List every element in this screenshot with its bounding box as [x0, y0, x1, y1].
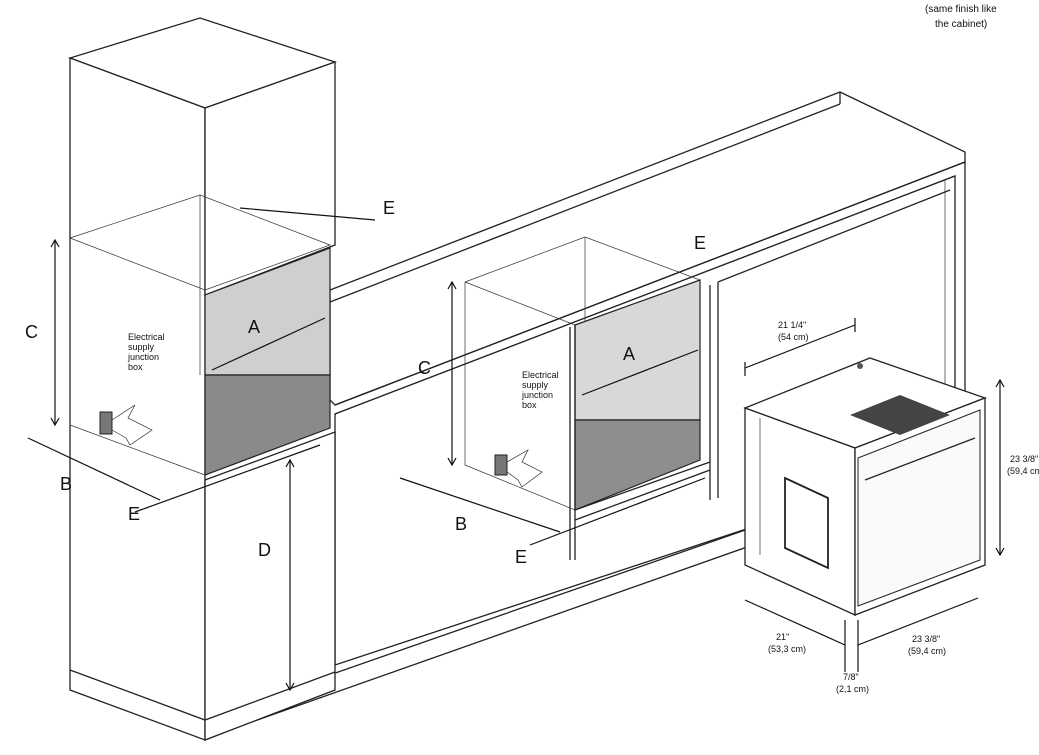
base-label-b: B	[455, 514, 467, 534]
oven-depth-side-cm: (53,3 cm)	[768, 644, 806, 654]
oven-trim-cm: (2,1 cm)	[836, 684, 869, 694]
oven-height-cm: (59,4 cm)	[1007, 466, 1039, 476]
tall-label-e-top: E	[383, 198, 395, 218]
tall-label-e-bottom: E	[128, 504, 140, 524]
base-junction-box-icon	[494, 449, 543, 488]
base-label-e-bottom: E	[515, 547, 527, 567]
base-label-c: C	[418, 358, 431, 378]
tall-junction-label: Electrical supply junction box	[127, 332, 167, 372]
oven-depth-side-in: 21"	[776, 632, 789, 642]
oven-width-cm: (59,4 cm)	[908, 646, 946, 656]
tall-label-c: C	[25, 322, 38, 342]
tall-label-b: B	[60, 474, 72, 494]
oven-width-in: 23 3/8"	[912, 634, 940, 644]
oven	[743, 357, 987, 617]
note-line-1: (same finish like	[925, 4, 997, 15]
oven-height-in: 23 3/8"	[1010, 454, 1038, 464]
tall-cabinet-dimensions	[27, 207, 376, 692]
base-label-e-top: E	[694, 233, 706, 253]
oven-depth-top-in: 21 1/4"	[778, 320, 806, 330]
note-line-2: the cabinet)	[935, 19, 987, 30]
oven-trim-in: 7/8"	[843, 672, 859, 682]
oven-depth-top-cm: (54 cm)	[778, 332, 809, 342]
tall-label-d: D	[258, 540, 271, 560]
tall-cabinet	[67, 17, 338, 741]
oven-dimensions	[744, 318, 1005, 672]
tall-label-a: A	[248, 317, 260, 337]
base-cabinet-dimensions	[399, 280, 706, 546]
base-label-a: A	[623, 344, 635, 364]
tall-junction-box-icon	[99, 404, 153, 446]
base-junction-label: Electrical supply junction box	[521, 370, 561, 410]
